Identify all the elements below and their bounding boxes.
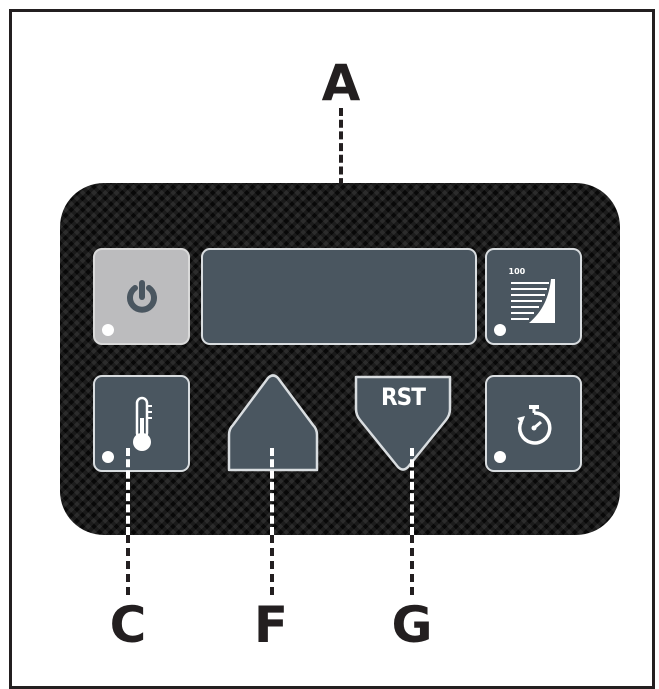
callout-c-label: C (109, 596, 147, 654)
level-button[interactable]: 100 (485, 248, 582, 345)
timer-led (494, 451, 506, 463)
timer-button[interactable] (485, 375, 582, 472)
temperature-button[interactable] (93, 375, 190, 472)
callout-g-leader-panel (410, 448, 414, 535)
power-led (102, 324, 114, 336)
rst-label: RST (381, 383, 426, 411)
callout-g-label: G (391, 596, 433, 654)
level-ramp-icon: 100 (509, 267, 559, 327)
temperature-led (102, 451, 114, 463)
callout-f-leader (270, 535, 274, 595)
level-scale-label: 100 (508, 266, 526, 276)
power-button[interactable] (93, 248, 190, 345)
up-button[interactable] (224, 373, 322, 472)
control-panel (60, 183, 620, 535)
thermometer-icon (127, 394, 157, 454)
callout-c-leader-panel (126, 448, 130, 535)
callout-f-leader-panel (270, 448, 274, 535)
callout-a-label: A (321, 54, 361, 112)
down-arrow-icon (354, 375, 452, 471)
up-arrow-icon (227, 374, 319, 472)
power-icon (123, 278, 161, 316)
callout-f-label: F (253, 596, 289, 654)
display-screen (201, 248, 477, 345)
level-led (494, 324, 506, 336)
callout-g-leader (410, 535, 414, 595)
timer-icon (512, 402, 556, 446)
callout-c-leader (126, 535, 130, 595)
rst-button[interactable]: RST (353, 375, 453, 472)
